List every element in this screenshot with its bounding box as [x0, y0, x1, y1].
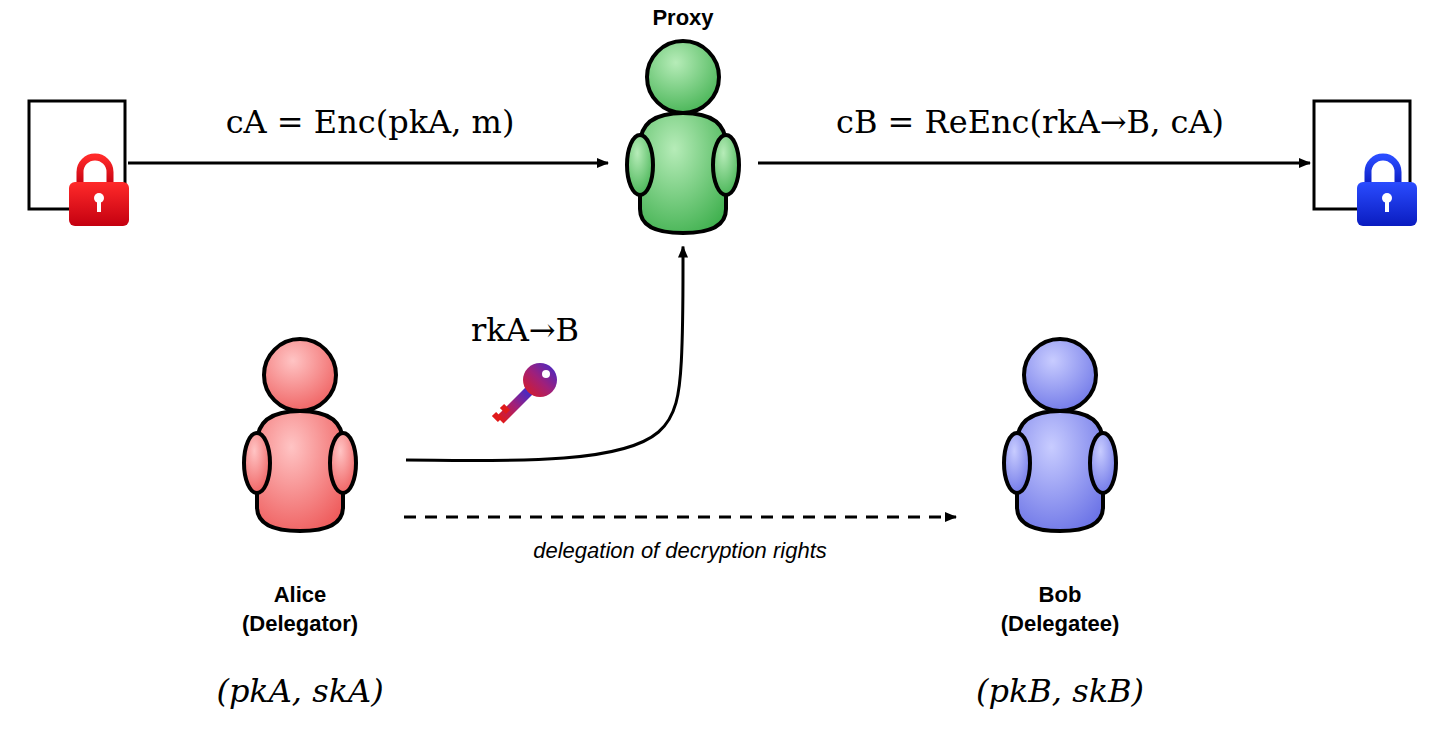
connector-arrow — [404, 516, 956, 519]
node-title: Bob (Delegatee) — [990, 581, 1130, 638]
person-figure — [618, 37, 748, 237]
flow-arrow — [758, 162, 1310, 165]
person-figure — [235, 335, 365, 535]
document-icon — [29, 101, 129, 226]
formula-label: cA = Enc(pkA, m) — [222, 103, 519, 141]
connector-arrow — [406, 247, 683, 461]
edge-label: rkA→B — [467, 311, 583, 349]
node-title: Alice (Delegator) — [230, 581, 370, 638]
formula-label: cB = ReEnc(rkA→B, cA) — [832, 103, 1228, 141]
flow-arrow — [128, 162, 608, 165]
key-pair: (pkB, skB) — [976, 672, 1144, 710]
person-figure — [995, 335, 1125, 535]
person-node: Alice (Delegator) (pkA, skA) — [200, 335, 400, 710]
document-icon — [1314, 101, 1417, 226]
person-node: Bob (Delegatee) (pkB, skB) — [960, 335, 1160, 710]
key-icon — [494, 363, 557, 420]
node-title: Proxy — [613, 4, 753, 33]
key-pair: (pkA, skA) — [216, 672, 383, 710]
edge-label: delegation of decryption rights — [529, 538, 831, 564]
person-node: Proxy — [593, 4, 773, 237]
